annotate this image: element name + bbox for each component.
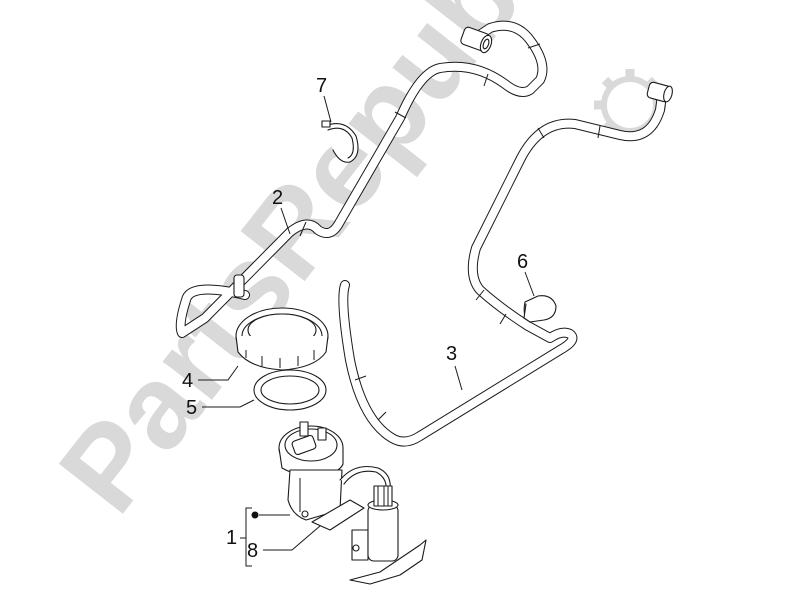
callout-dot: [251, 511, 259, 519]
callout-label-2: 2: [272, 187, 283, 209]
fuel-hose-2: [175, 20, 548, 338]
callout-1-8-group: 1 8: [226, 507, 321, 567]
callout-7: 7: [316, 75, 332, 123]
connector-clip: [523, 295, 557, 323]
callout-label-8: 8: [247, 540, 258, 562]
hose-connector-top: [460, 26, 493, 54]
callout-2: 2: [272, 187, 291, 235]
callout-6: 6: [517, 251, 535, 297]
callout-label-6: 6: [517, 251, 528, 273]
hose-connector-right: [646, 81, 673, 103]
callout-label-1: 1: [226, 527, 237, 549]
ring-nut: [235, 307, 329, 371]
callout-3: 3: [446, 343, 463, 391]
callout-label-5: 5: [186, 397, 197, 419]
callout-5: 5: [186, 397, 255, 419]
callout-label-7: 7: [316, 75, 327, 97]
hose-clamp: [321, 120, 359, 163]
callout-label-4: 4: [182, 370, 193, 392]
gasket: [253, 369, 327, 411]
callout-4: 4: [182, 365, 239, 392]
fuel-filter: [349, 485, 427, 585]
fuel-hose-3: [338, 81, 673, 447]
callout-label-3: 3: [446, 343, 457, 365]
watermark: PartsRepublik: [34, 0, 666, 536]
fuel-pump-assembly: [278, 421, 391, 561]
